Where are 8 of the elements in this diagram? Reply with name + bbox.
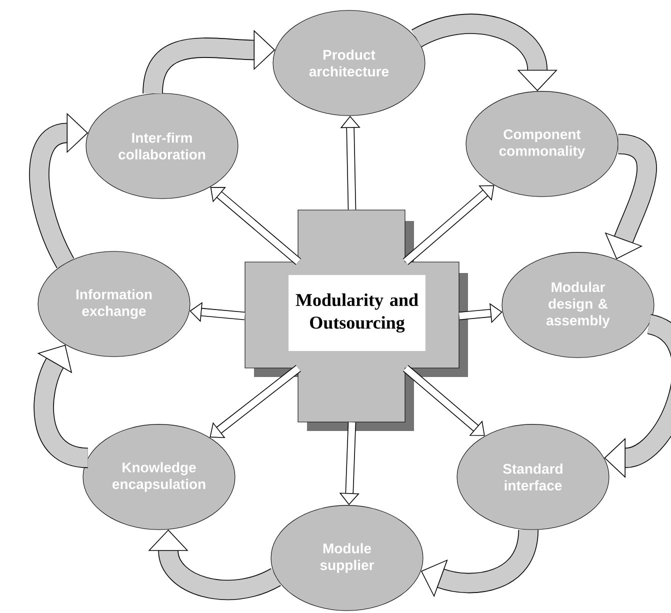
block-arrow (148, 530, 280, 600)
block-arrow (34, 344, 89, 468)
block-arrow (210, 186, 302, 265)
cross-box: Modularity and Outsourcing (244, 210, 468, 431)
block-arrow (402, 185, 494, 265)
block-arrow (402, 365, 485, 436)
block-arrow (604, 314, 671, 478)
block-arrow (210, 365, 301, 438)
